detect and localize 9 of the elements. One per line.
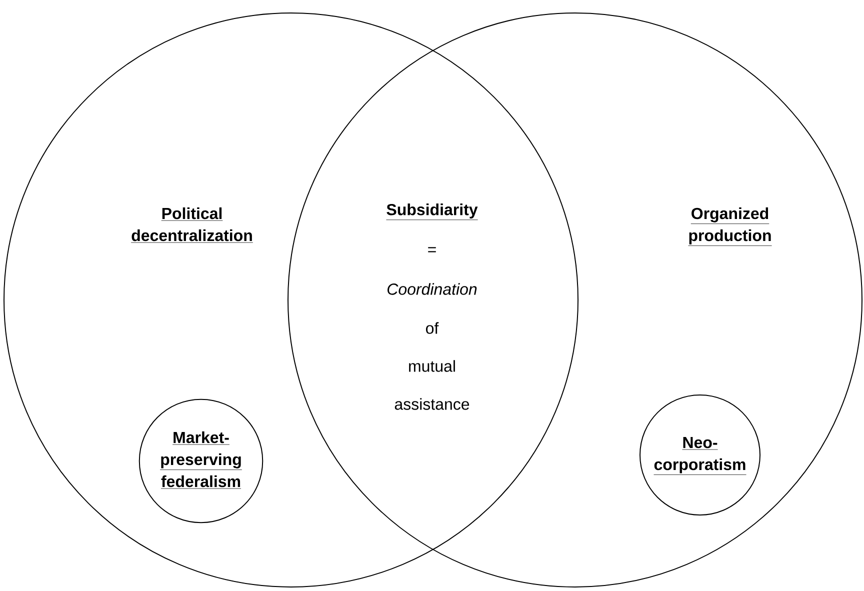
center-text: of (426, 322, 439, 334)
circle-label: Neo-corporatism (640, 394, 760, 516)
circle-label: Market-preserving federalism (138, 398, 264, 524)
center-text: Coordination (388, 283, 477, 295)
circle-heading: Political decentralization (130, 207, 254, 243)
center-heading: Subsidiarity (386, 204, 478, 220)
center-text: mutual assistance (394, 360, 470, 410)
center-text: = (428, 247, 436, 252)
circle-heading: Organized production (688, 207, 772, 246)
